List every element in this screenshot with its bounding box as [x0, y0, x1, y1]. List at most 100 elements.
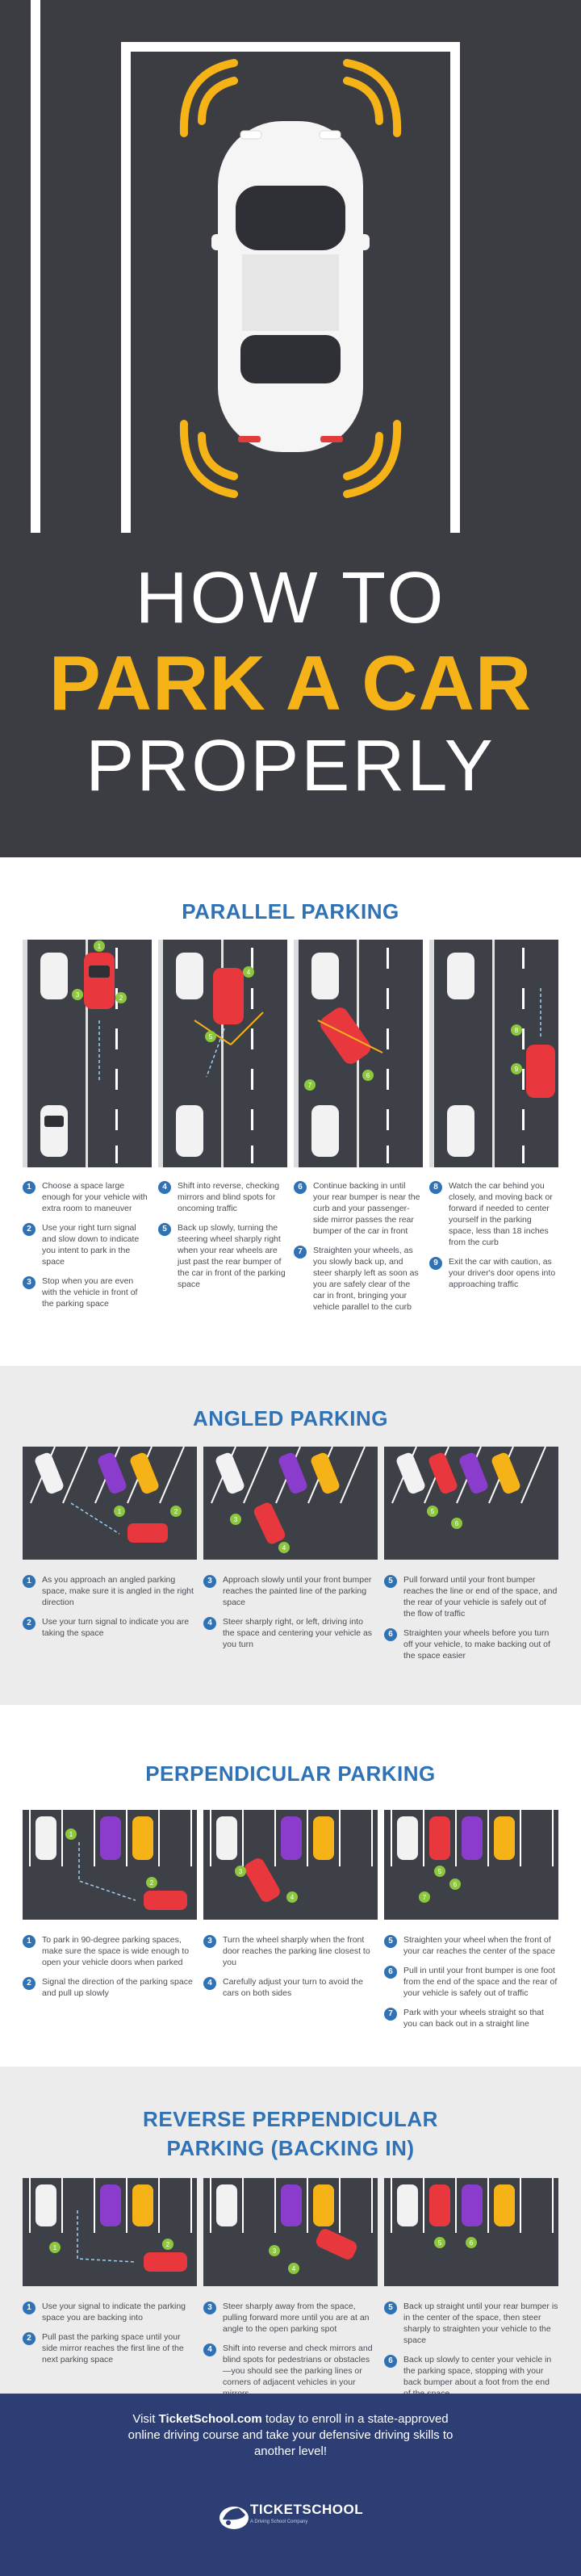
- perpendicular-parking-title: PERPENDICULAR PARKING: [145, 1761, 436, 1786]
- step-text: Park with your wheels straight so that y…: [403, 2008, 544, 2029]
- parallel-steps-col-3: 6 Continue backing in until your rear bum…: [294, 1180, 421, 1321]
- svg-text:6: 6: [470, 2239, 474, 2247]
- sensor-waves-rear: [179, 420, 402, 498]
- svg-text:6: 6: [455, 1520, 459, 1527]
- step-number: 1: [23, 1575, 36, 1588]
- ticketschool-logo[interactable]: TICKETSCHOOL A Driving School Company: [218, 2490, 363, 2547]
- angled-parking-diagrams: 1 2 3 4 5 6: [23, 1447, 558, 1560]
- step-number: 4: [203, 1617, 216, 1630]
- step-number: 2: [23, 1977, 36, 1990]
- step-number: 6: [294, 1181, 307, 1194]
- step-number: 1: [23, 1935, 36, 1948]
- hero-title-line-2: PARK A CAR: [48, 640, 533, 727]
- step-text: Use your signal to indicate the parking …: [42, 2302, 186, 2323]
- svg-text:3: 3: [239, 1868, 243, 1875]
- svg-text:4: 4: [247, 969, 251, 976]
- svg-text:9: 9: [515, 1066, 519, 1073]
- logo-text: TICKETSCHOOL: [250, 2502, 364, 2517]
- svg-text:5: 5: [438, 2239, 442, 2247]
- step-number: 6: [384, 1966, 397, 1979]
- step-item: 6 Continue backing in until your rear bum…: [294, 1180, 421, 1237]
- step-item: 3 Stop when you are even with the vehicle…: [23, 1275, 150, 1309]
- footer-text-pre: Visit: [132, 2412, 159, 2426]
- step-text: Back up slowly, turning the steering whe…: [178, 1223, 286, 1289]
- step-text: Approach slowly until your front bumper …: [223, 1575, 372, 1607]
- step-text: Continue backing in until your rear bump…: [313, 1181, 420, 1236]
- step-text: To park in 90-degree parking spaces, mak…: [42, 1935, 190, 1967]
- parallel-parking-title: PARALLEL PARKING: [182, 899, 399, 924]
- step-number: 7: [384, 2008, 397, 2021]
- svg-text:1: 1: [118, 1508, 122, 1515]
- parallel-parking-diagrams: 1 2 3 5 4: [23, 940, 558, 1167]
- step-number: 8: [429, 1181, 442, 1194]
- step-item: 6 Pull in until your front bumper is one …: [384, 1965, 558, 1999]
- parallel-steps-col-4: 8 Watch the car behind you closely, and m…: [429, 1180, 558, 1298]
- step-item: 3 Approach slowly until your front bumper…: [203, 1574, 374, 1608]
- step-item: 1 As you approach an angled parking space…: [23, 1574, 194, 1608]
- svg-text:1: 1: [98, 943, 102, 950]
- step-number: 5: [384, 1935, 397, 1948]
- step-text: Turn the wheel sharply when the front do…: [223, 1935, 370, 1967]
- step-number: 6: [384, 2355, 397, 2368]
- step-text: Use your turn signal to indicate you are…: [42, 1617, 190, 1638]
- step-text: Watch the car behind you closely, and mo…: [449, 1181, 553, 1247]
- footer-text-post: today to enroll in a state-approved onli…: [127, 2412, 454, 2458]
- svg-text:7: 7: [423, 1894, 427, 1901]
- step-text: Exit the car with caution, as your drive…: [449, 1257, 556, 1289]
- step-text: Use your right turn signal and slow down…: [42, 1223, 140, 1267]
- hero-title-line-1: HOW TO: [135, 558, 446, 639]
- step-number: 4: [158, 1181, 171, 1194]
- svg-text:3: 3: [76, 991, 80, 999]
- step-number: 3: [203, 1575, 216, 1588]
- angled-steps-col-2: 3 Approach slowly until your front bumper…: [203, 1574, 374, 1658]
- step-item: 7 Straighten your wheels, as you slowly b…: [294, 1245, 421, 1313]
- step-text: As you approach an angled parking space,…: [42, 1575, 194, 1607]
- svg-text:5: 5: [431, 1508, 435, 1515]
- step-number: 7: [294, 1246, 307, 1259]
- step-text: Choose a space large enough for your veh…: [42, 1181, 148, 1213]
- reverse-parking-title-line-1: REVERSE PERPENDICULAR: [143, 2107, 438, 2131]
- angled-parking-title: ANGLED PARKING: [193, 1406, 388, 1430]
- hero-parking-illustration: [31, 0, 460, 533]
- step-item: 7 Park with your wheels straight so that …: [384, 2007, 558, 2029]
- footer-message: Visit TicketSchool.com today to enroll i…: [121, 2411, 460, 2460]
- svg-text:1: 1: [53, 2244, 57, 2251]
- svg-text:2: 2: [166, 2241, 170, 2248]
- svg-text:5: 5: [209, 1033, 213, 1041]
- step-text: Back up straight until your rear bumper …: [403, 2302, 558, 2345]
- step-number: 4: [203, 2344, 216, 2356]
- svg-text:5: 5: [438, 1868, 442, 1875]
- step-text: Back up slowly to center your vehicle in…: [403, 2355, 552, 2398]
- hero-title-line-3: PROPERLY: [86, 726, 495, 806]
- step-number: 9: [429, 1257, 442, 1270]
- step-text: Steer sharply right, or left, driving in…: [223, 1617, 373, 1649]
- perpendicular-parking-section: PERPENDICULAR PARKING 1 2 3: [0, 1705, 581, 2067]
- step-text: Straighten your wheels, as you slowly ba…: [313, 1246, 419, 1312]
- footer-site-link[interactable]: TicketSchool.com: [158, 2412, 262, 2426]
- step-text: Pull in until your front bumper is one f…: [403, 1966, 558, 1998]
- car-top-view: [211, 121, 370, 452]
- step-number: 6: [384, 1628, 397, 1641]
- reverse-perpendicular-section: REVERSE PERPENDICULAR PARKING (BACKING I…: [0, 2067, 581, 2398]
- step-number: 5: [384, 1575, 397, 1588]
- step-number: 3: [23, 1276, 36, 1289]
- step-item: 9 Exit the car with caution, as your driv…: [429, 1256, 558, 1290]
- step-text: Stop when you are even with the vehicle …: [42, 1276, 138, 1309]
